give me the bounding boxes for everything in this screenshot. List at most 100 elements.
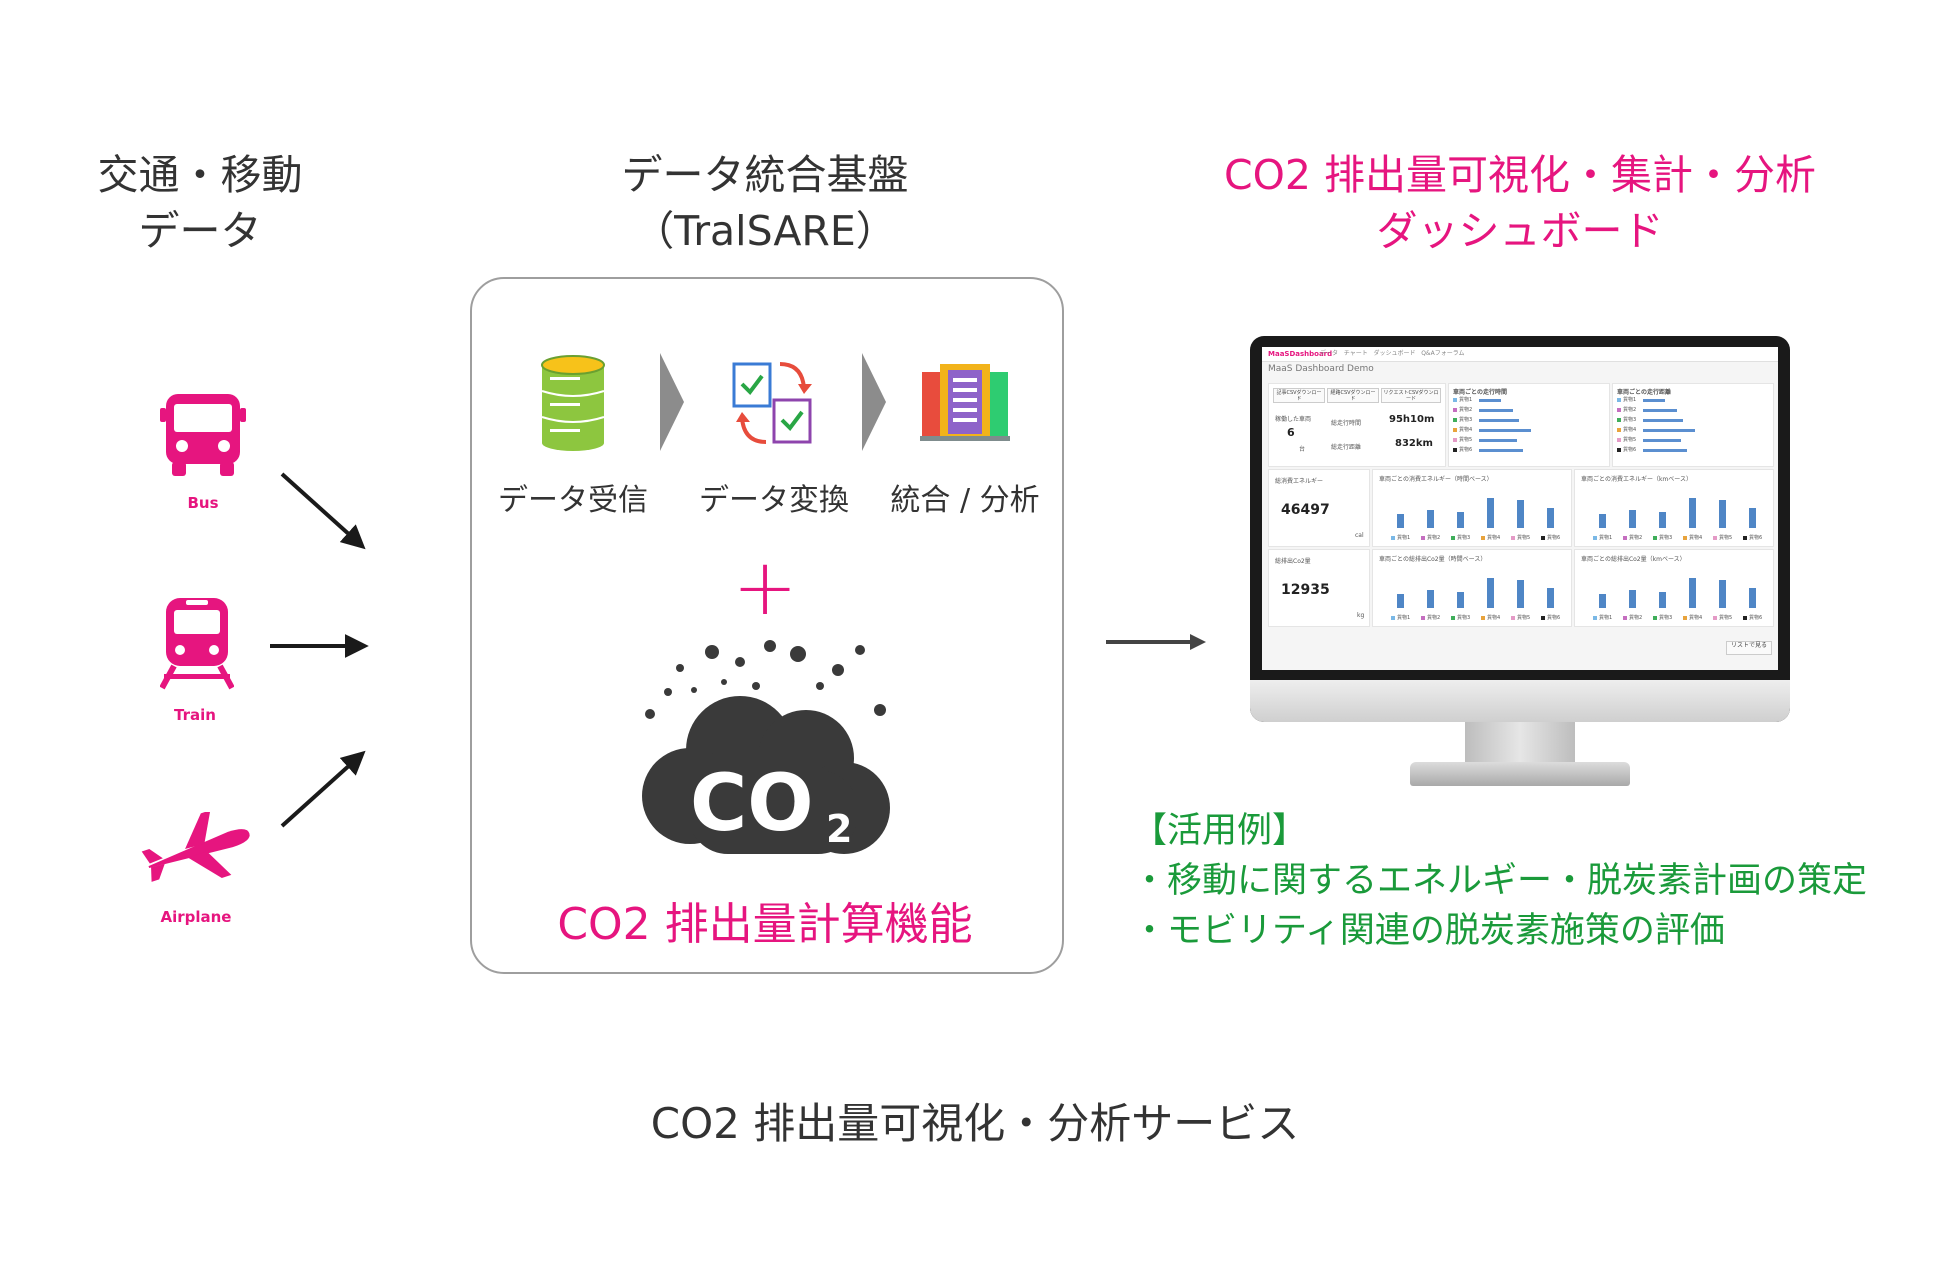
center-title-line2: （TralSARE） <box>565 203 965 259</box>
bar <box>1659 592 1666 608</box>
vehicle-label: 貨物6 <box>1459 446 1472 453</box>
bar <box>1457 592 1464 608</box>
vehicle-label: 貨物1 <box>1599 614 1612 621</box>
panel-title: 車両ごとの走行距離 <box>1617 387 1671 396</box>
step-label-convert: データ変換 <box>674 475 874 519</box>
vehicle-label: 貨物6 <box>1547 534 1560 541</box>
bar <box>1629 510 1636 528</box>
vehicles-unit: 台 <box>1299 444 1305 453</box>
bar <box>1457 512 1464 528</box>
bar <box>1479 449 1523 452</box>
co2-value: 12935 <box>1281 582 1330 598</box>
right-title-line2: ダッシュボード <box>1200 203 1840 259</box>
download-button[interactable]: リクエストCSVダウンロード <box>1381 388 1441 403</box>
legend-swatch <box>1743 616 1747 620</box>
legend-swatch <box>1623 536 1627 540</box>
chart-title: 車両ごとの消費エネルギー（時間ベース） <box>1379 474 1493 483</box>
vehicle-label: 貨物3 <box>1659 614 1672 621</box>
bar <box>1479 419 1519 422</box>
nav-item[interactable]: ダッシュボード <box>1373 350 1415 357</box>
vehicle-label: 貨物1 <box>1397 614 1410 621</box>
legend-swatch <box>1421 536 1425 540</box>
bar <box>1643 429 1695 432</box>
vehicle-label: 貨物4 <box>1459 426 1472 433</box>
panel-title: 車両ごとの走行時間 <box>1453 387 1507 396</box>
legend-swatch <box>1617 428 1621 432</box>
bar <box>1517 500 1524 528</box>
legend-swatch <box>1617 438 1621 442</box>
vehicle-label: 貨物2 <box>1459 406 1472 413</box>
vehicle-label: 貨物3 <box>1459 416 1472 423</box>
step-label-integrate: 統合 / 分析 <box>865 475 1065 519</box>
chart-title: 車両ごとの総排出Co2量（kmベース） <box>1581 554 1686 563</box>
bar <box>1487 498 1494 528</box>
vehicle-label: 貨物4 <box>1689 534 1702 541</box>
bar <box>1643 439 1681 442</box>
vehicle-label: 貨物5 <box>1719 614 1732 621</box>
step-label-receive: データ受信 <box>473 475 673 519</box>
vehicle-label: 貨物2 <box>1427 614 1440 621</box>
vehicle-label: 貨物4 <box>1689 614 1702 621</box>
usecase-block: 【活用例】 ・移動に関するエネルギー・脱炭素計画の策定 ・モビリティ関連の脱炭素… <box>1132 806 1867 956</box>
total-distance-label: 総走行距離 <box>1331 442 1361 451</box>
dashboard-nav: データ チャート ダッシュボード Q&Aフォーラム <box>1320 347 1465 361</box>
bar <box>1397 514 1404 528</box>
left-column-title: 交通・移動 データ <box>80 147 320 259</box>
download-button[interactable]: 記事CSVダウンロード <box>1273 388 1325 403</box>
list-view-button[interactable]: リストで見る <box>1726 641 1772 655</box>
co2-unit: kg <box>1357 612 1364 619</box>
bar <box>1689 578 1696 608</box>
legend-swatch <box>1623 616 1627 620</box>
energy-label: 総消費エネルギー <box>1275 476 1323 485</box>
chart-card: 車両ごとの消費エネルギー（kmベース） 貨物1貨物2貨物3貨物4貨物5貨物6 <box>1574 469 1774 547</box>
bar <box>1487 578 1494 608</box>
center-column-title: データ統合基盤 （TralSARE） <box>565 147 965 259</box>
right-title-line1: CO2 排出量可視化・集計・分析 <box>1200 147 1840 203</box>
legend-swatch <box>1653 616 1657 620</box>
vehicle-label: 貨物6 <box>1749 614 1762 621</box>
co2-calculation-label: CO2 排出量計算機能 <box>470 888 1060 952</box>
dashboard-screen: MaaSDashboard データ チャート ダッシュボード Q&Aフォーラム … <box>1262 347 1778 670</box>
bar <box>1749 508 1756 528</box>
download-button[interactable]: 経路CSVダウンロード <box>1327 388 1379 403</box>
plus-sign: + <box>730 548 800 628</box>
train-icon <box>160 596 234 692</box>
usecase-item: ・移動に関するエネルギー・脱炭素計画の策定 <box>1132 856 1867 906</box>
mode-label-train: Train <box>135 706 255 724</box>
bar <box>1643 449 1687 452</box>
total-distance-value: 832km <box>1395 438 1433 449</box>
vehicle-label: 貨物1 <box>1623 396 1636 403</box>
chart-title: 車両ごとの総排出Co2量（時間ベース） <box>1379 554 1486 563</box>
nav-item[interactable]: チャート <box>1344 350 1368 357</box>
legend-swatch <box>1683 616 1687 620</box>
vehicle-label: 貨物5 <box>1719 534 1732 541</box>
legend-swatch <box>1713 616 1717 620</box>
legend-swatch <box>1617 418 1621 422</box>
right-column-title: CO2 排出量可視化・集計・分析 ダッシュボード <box>1200 147 1840 259</box>
legend-swatch <box>1593 536 1597 540</box>
bar <box>1643 419 1683 422</box>
vehicles-value: 6 <box>1287 426 1295 439</box>
total-time-label: 総走行時間 <box>1331 418 1361 427</box>
legend-swatch <box>1453 408 1457 412</box>
database-icon <box>538 355 608 451</box>
nav-item[interactable]: Q&Aフォーラム <box>1421 350 1464 357</box>
legend-swatch <box>1713 536 1717 540</box>
vehicle-label: 貨物6 <box>1623 446 1636 453</box>
bar <box>1643 409 1677 412</box>
energy-card: 総消費エネルギー 46497 cal <box>1268 469 1370 547</box>
legend-swatch <box>1453 428 1457 432</box>
dashboard-title: MaaS Dashboard Demo <box>1268 364 1374 374</box>
legend-swatch <box>1593 616 1597 620</box>
legend-swatch <box>1541 536 1545 540</box>
arrow-bus <box>282 474 362 546</box>
vehicle-label: 貨物5 <box>1517 614 1530 621</box>
legend-swatch <box>1617 398 1621 402</box>
arrow-airplane <box>282 754 362 826</box>
energy-value: 46497 <box>1281 502 1330 518</box>
service-title: CO2 排出量可視化・分析サービス <box>0 1090 1950 1151</box>
legend-swatch <box>1481 536 1485 540</box>
nav-item[interactable]: データ <box>1320 350 1338 357</box>
